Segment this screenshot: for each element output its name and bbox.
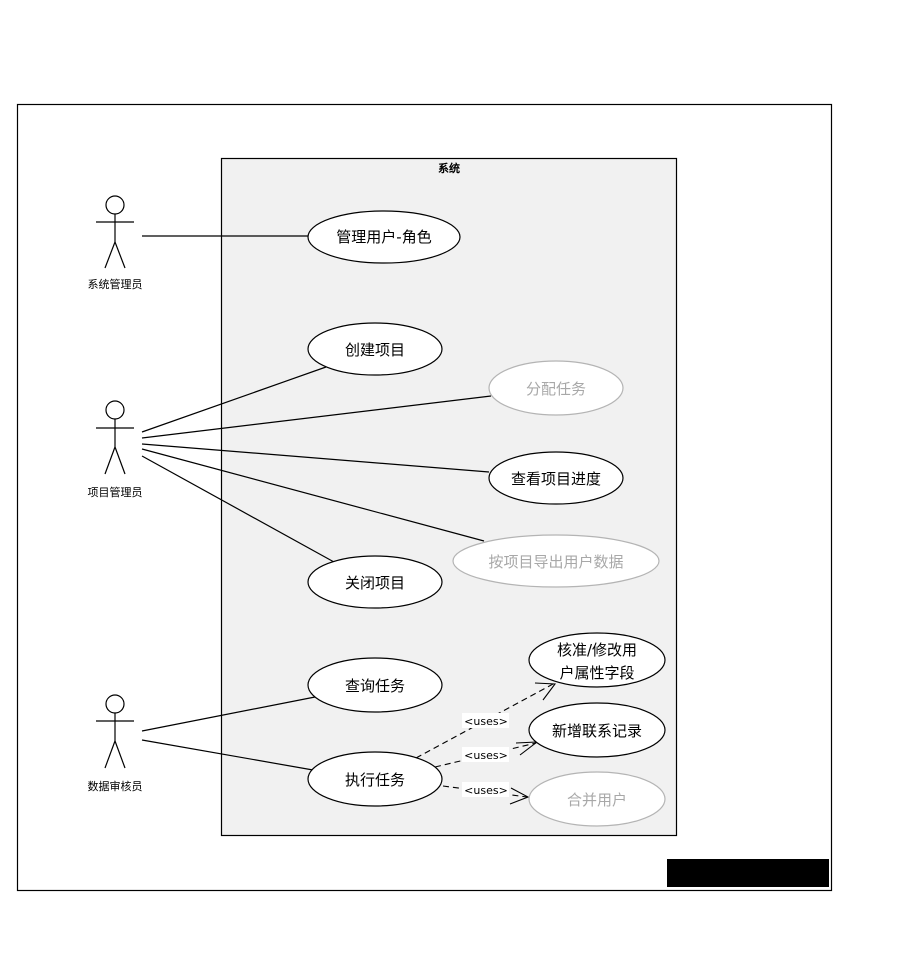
- dependency-exec-verify[interactable]: [415, 683, 554, 759]
- association-pm-assign[interactable]: [141, 395, 492, 439]
- stick-figure-icon: [96, 694, 134, 769]
- dependency-label: <uses>: [464, 784, 508, 797]
- dependency-label: <uses>: [464, 749, 508, 762]
- use-case-close-project[interactable]: 关闭项目: [307, 555, 443, 609]
- use-case-label: 分配任务: [526, 380, 586, 398]
- use-case-label: 执行任务: [345, 771, 405, 789]
- stick-figure-icon: [96, 400, 134, 475]
- use-case-manage-user-role[interactable]: 管理用户-角色: [307, 210, 461, 264]
- dependencies: <uses> <uses> <uses>: [415, 682, 557, 805]
- use-case-label: 新增联系记录: [552, 722, 642, 740]
- arrowhead-icon: [534, 682, 557, 701]
- association-pm-close[interactable]: [141, 455, 335, 563]
- use-case-label: 按项目导出用户数据: [488, 553, 623, 571]
- use-case-label: 合并用户: [567, 791, 627, 809]
- use-case-label: 查看项目进度: [511, 470, 601, 488]
- use-case-export-user-data[interactable]: 按项目导出用户数据: [452, 534, 660, 588]
- association-pm-progress[interactable]: [141, 443, 490, 473]
- actor-label: 数据审核员: [88, 779, 143, 793]
- use-case-label: 创建项目: [345, 341, 405, 359]
- use-case-merge-users[interactable]: 合并用户: [528, 771, 666, 827]
- actor-label: 项目管理员: [88, 485, 143, 499]
- system-title: 系统: [438, 161, 460, 175]
- use-case-label: 关闭项目: [345, 574, 405, 592]
- use-case-label-line-2: 户属性字段: [559, 664, 634, 682]
- associations: [141, 235, 492, 771]
- actor-admin[interactable]: 系统管理员: [88, 195, 143, 291]
- actor-pm[interactable]: 项目管理员: [88, 400, 143, 499]
- association-reviewer-exec[interactable]: [141, 739, 314, 771]
- redacted-block: [667, 859, 829, 887]
- association-pm-export[interactable]: [141, 448, 485, 542]
- use-case-verify-user-attributes[interactable]: 核准/修改用 户属性字段: [528, 632, 666, 688]
- use-case-label: 管理用户-角色: [336, 228, 431, 246]
- use-case-execute-task[interactable]: 执行任务: [307, 751, 443, 807]
- use-case-assign-task[interactable]: 分配任务: [488, 360, 624, 416]
- dependency-label: <uses>: [464, 715, 508, 728]
- use-case-label: 查询任务: [345, 677, 405, 695]
- actor-reviewer[interactable]: 数据审核员: [88, 694, 143, 793]
- use-case-add-contact-record[interactable]: 新增联系记录: [528, 702, 666, 758]
- use-case-label-line-1: 核准/修改用: [557, 641, 637, 659]
- actor-label: 系统管理员: [88, 277, 143, 291]
- use-case-view-progress[interactable]: 查看项目进度: [488, 451, 624, 505]
- use-case-create-project[interactable]: 创建项目: [307, 322, 443, 376]
- use-case-query-task[interactable]: 查询任务: [307, 657, 443, 713]
- association-pm-create[interactable]: [141, 366, 327, 433]
- stick-figure-icon: [96, 195, 134, 269]
- arrowhead-icon: [509, 787, 530, 805]
- association-reviewer-query[interactable]: [141, 696, 316, 732]
